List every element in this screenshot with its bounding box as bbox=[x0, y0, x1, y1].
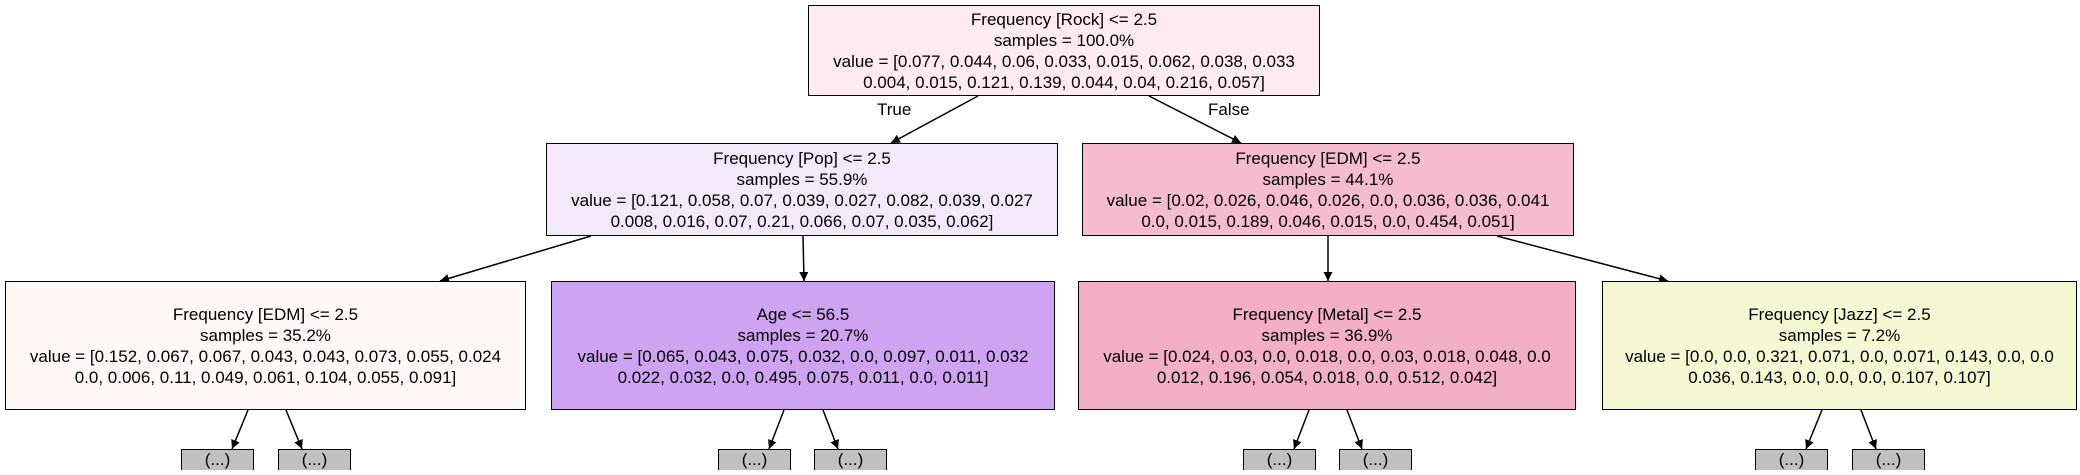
node-condition: Frequency [EDM] <= 2.5 bbox=[172, 304, 359, 324]
truncated-leaf: (...) bbox=[1243, 449, 1316, 470]
node-condition: Frequency [Rock] <= 2.5 bbox=[970, 9, 1158, 29]
node-value-line1: value = [0.02, 0.026, 0.046, 0.026, 0.0,… bbox=[1106, 190, 1550, 210]
edge-rl-leaf2 bbox=[1346, 409, 1363, 450]
truncated-leaf: (...) bbox=[718, 449, 791, 470]
node-value-line2: 0.0, 0.006, 0.11, 0.049, 0.061, 0.104, 0… bbox=[74, 367, 457, 387]
truncated-leaf: (...) bbox=[1852, 449, 1925, 470]
node-value-line2: 0.008, 0.016, 0.07, 0.21, 0.066, 0.07, 0… bbox=[610, 211, 994, 231]
tree-node-right-left: Frequency [Metal] <= 2.5 samples = 36.9%… bbox=[1078, 281, 1576, 410]
tree-node-left: Frequency [Pop] <= 2.5 samples = 55.9% v… bbox=[546, 143, 1058, 236]
node-samples: samples = 20.7% bbox=[737, 325, 869, 345]
node-value-line1: value = [0.077, 0.044, 0.06, 0.033, 0.01… bbox=[833, 51, 1295, 71]
node-value-line1: value = [0.0, 0.0, 0.321, 0.071, 0.0, 0.… bbox=[1625, 346, 2054, 366]
truncated-leaf: (...) bbox=[814, 449, 887, 470]
edge-rl-leaf1 bbox=[1293, 409, 1310, 450]
edge-right-rr bbox=[1496, 235, 1669, 284]
node-samples: samples = 100.0% bbox=[993, 30, 1135, 50]
truncated-leaf: (...) bbox=[1339, 449, 1412, 470]
node-value-line2: 0.004, 0.015, 0.121, 0.139, 0.044, 0.04,… bbox=[863, 72, 1265, 92]
node-condition: Frequency [Metal] <= 2.5 bbox=[1232, 304, 1422, 324]
node-value-line1: value = [0.024, 0.03, 0.0, 0.018, 0.0, 0… bbox=[1103, 346, 1551, 366]
node-value-line1: value = [0.121, 0.058, 0.07, 0.039, 0.02… bbox=[571, 190, 1033, 210]
edge-left-ll bbox=[439, 235, 592, 283]
node-condition: Age <= 56.5 bbox=[756, 304, 850, 324]
node-value-line1: value = [0.065, 0.043, 0.075, 0.032, 0.0… bbox=[577, 346, 1029, 366]
node-value-line2: 0.012, 0.196, 0.054, 0.018, 0.0, 0.512, … bbox=[1156, 367, 1498, 387]
node-condition: Frequency [EDM] <= 2.5 bbox=[1235, 148, 1421, 168]
edge-left-lr bbox=[799, 235, 809, 282]
node-samples: samples = 7.2% bbox=[1778, 325, 1901, 345]
node-value-line2: 0.036, 0.143, 0.0, 0.0, 0.0, 0.107, 0.10… bbox=[1688, 367, 1991, 387]
node-value-line1: value = [0.152, 0.067, 0.067, 0.043, 0.0… bbox=[29, 346, 502, 366]
edge-ll-leaf2 bbox=[285, 409, 303, 450]
edge-rr-leaf2 bbox=[1860, 409, 1877, 450]
edge-label-true: True bbox=[877, 100, 912, 119]
node-value-line2: 0.022, 0.032, 0.0, 0.495, 0.075, 0.011, … bbox=[617, 367, 989, 387]
truncated-leaf: (...) bbox=[278, 449, 351, 470]
node-samples: samples = 35.2% bbox=[200, 325, 331, 345]
tree-node-right-right: Frequency [Jazz] <= 2.5 samples = 7.2% v… bbox=[1602, 281, 2077, 410]
node-value-line2: 0.0, 0.015, 0.189, 0.046, 0.015, 0.0, 0.… bbox=[1141, 211, 1515, 231]
node-condition: Frequency [Pop] <= 2.5 bbox=[713, 148, 891, 168]
node-condition: Frequency [Jazz] <= 2.5 bbox=[1748, 304, 1931, 324]
tree-node-left-left: Frequency [EDM] <= 2.5 samples = 35.2% v… bbox=[5, 281, 526, 410]
truncated-leaf: (...) bbox=[1755, 449, 1828, 470]
edge-lr-leaf2 bbox=[822, 409, 839, 450]
edge-ll-leaf1 bbox=[231, 409, 249, 450]
truncated-leaf: (...) bbox=[181, 449, 254, 470]
edge-rr-leaf1 bbox=[1805, 409, 1823, 450]
edge-label-false: False bbox=[1208, 100, 1250, 119]
tree-node-left-right: Age <= 56.5 samples = 20.7% value = [0.0… bbox=[551, 281, 1055, 410]
edge-root-left bbox=[890, 95, 979, 144]
tree-node-root: Frequency [Rock] <= 2.5 samples = 100.0%… bbox=[808, 5, 1320, 96]
edge-root-right bbox=[1148, 95, 1242, 144]
node-samples: samples = 44.1% bbox=[1262, 169, 1394, 189]
node-samples: samples = 55.9% bbox=[736, 169, 868, 189]
tree-node-right: Frequency [EDM] <= 2.5 samples = 44.1% v… bbox=[1082, 143, 1574, 236]
node-samples: samples = 36.9% bbox=[1261, 325, 1393, 345]
edge-lr-leaf1 bbox=[768, 409, 785, 450]
